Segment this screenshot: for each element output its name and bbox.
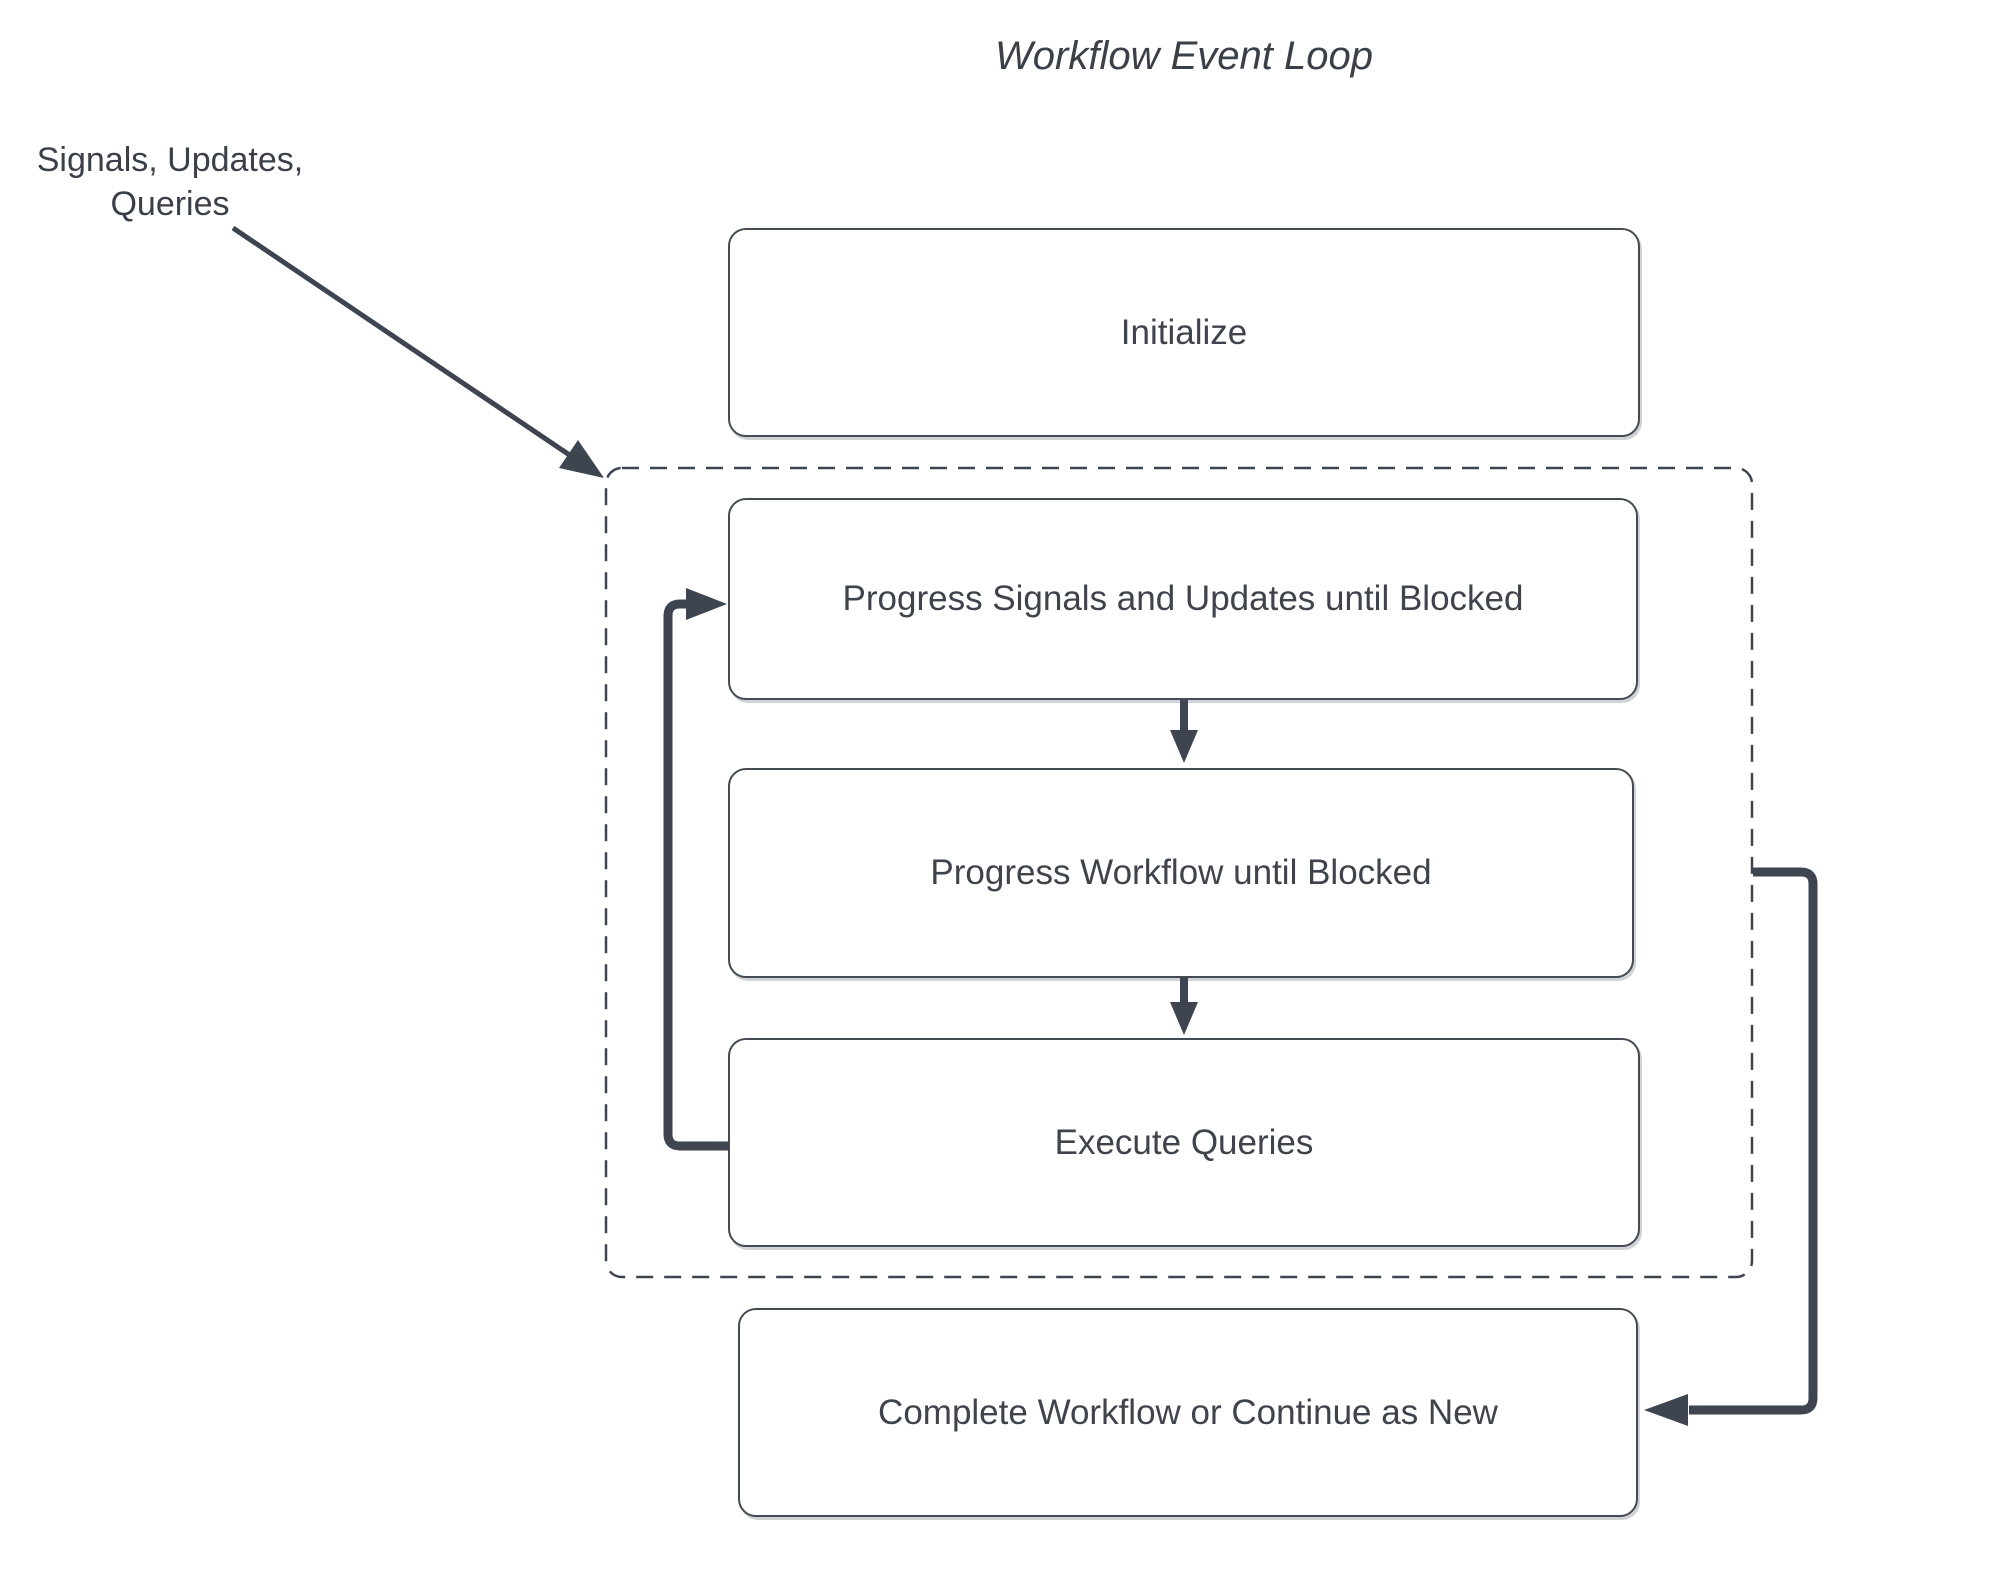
annotation-line-2: Queries: [110, 185, 230, 223]
edge-annotation-to-event-loop: [231, 225, 604, 478]
node-progress-workflow: Progress Workflow until Blocked: [728, 768, 1634, 978]
node-execute-queries-label: Execute Queries: [1054, 1122, 1314, 1162]
node-progress-workflow-label: Progress Workflow until Blocked: [930, 853, 1432, 892]
node-progress-signals: Progress Signals and Updates until Block…: [728, 498, 1638, 700]
node-initialize-label: Initialize: [1120, 312, 1248, 352]
edge-progress-workflow-to-execute-queries: [1170, 978, 1198, 1035]
node-complete-label: Complete Workflow or Continue as New: [878, 1392, 1498, 1432]
node-progress-signals-label: Progress Signals and Updates until Block…: [842, 579, 1524, 618]
node-initialize: Initialize: [728, 228, 1640, 437]
edge-event-loop-to-complete: [1644, 867, 1818, 1426]
annotation-line-1: Signals, Updates,: [36, 141, 304, 179]
edge-execute-queries-to-progress-signals: [663, 588, 729, 1151]
node-execute-queries: Execute Queries: [728, 1038, 1640, 1247]
diagram-title: Workflow Event Loop: [995, 34, 1373, 78]
edge-progress-signals-to-progress-workflow: [1170, 700, 1198, 763]
node-complete: Complete Workflow or Continue as New: [738, 1308, 1638, 1517]
annotation-signals-updates-queries: Signals, Updates, Queries: [10, 138, 330, 226]
